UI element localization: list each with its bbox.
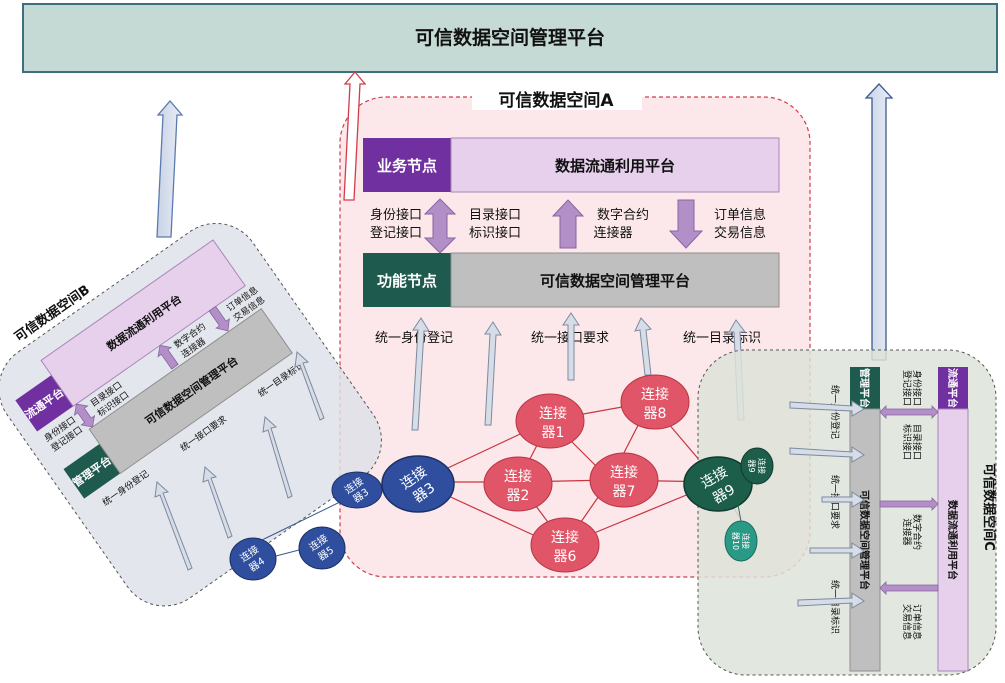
space-a-function-label <box>363 253 451 307</box>
space-a-title: 可信数据空间A <box>498 90 614 111</box>
connector-10[interactable] <box>724 520 758 562</box>
space-c-mgmt-label <box>850 367 880 409</box>
space-b-flow-platform <box>40 239 246 407</box>
space-c-iface-mid-1: 目录接口 <box>911 424 923 460</box>
space-a-function-platform <box>450 252 780 308</box>
space-b-up-arrow <box>156 100 184 238</box>
space-a-iface-mid-2: 标识接口 <box>469 225 521 241</box>
space-c-iface-mid-2: 标识接口 <box>901 424 913 460</box>
connector-7-l1: 连接 <box>610 464 638 481</box>
space-b-double-arrow <box>73 403 96 428</box>
space-a-iface-contract-1: 数字合约 <box>597 208 649 223</box>
space-c-title: 可信数据空间C <box>981 463 997 551</box>
space-c-mgmt-label-text: 管理平台 <box>858 368 871 408</box>
space-b-mgmt-label <box>63 443 121 499</box>
space-c-flow-label-text: 流通平台 <box>946 368 959 408</box>
space-c-flow-platform-text: 数据流通利用平台 <box>946 500 959 580</box>
connector-9[interactable] <box>683 456 753 512</box>
connector-7-l2: 器7 <box>613 484 636 500</box>
space-a-iface-mid-1: 目录接口 <box>469 207 521 223</box>
connector-2[interactable] <box>483 456 553 512</box>
space-b-mgmt-platform <box>88 308 293 475</box>
space-c-up-arrow <box>864 83 894 361</box>
space-c-mgmt-platform-text: 可信数据空间管理平台 <box>858 490 871 590</box>
space-c-up-arrow-contract <box>879 497 939 511</box>
connector-3[interactable] <box>381 455 455 513</box>
space-c-iface-contract-1: 数字合约 <box>911 514 923 550</box>
space-a-iface-order-2: 交易信息 <box>714 225 766 241</box>
space-c-container <box>697 349 997 676</box>
top-bar-title: 可信数据空间管理平台 <box>415 26 605 49</box>
space-b-up-arrow-contract <box>157 344 179 370</box>
space-c-iface-contract-2: 连接器 <box>901 518 913 545</box>
space-a-up-arrow <box>343 70 367 201</box>
space-b-down-arrow-order <box>208 305 230 332</box>
connector-1[interactable] <box>515 393 585 449</box>
space-a-down-arrow-order <box>668 199 704 249</box>
connector-10-l2: 器10 <box>731 532 740 550</box>
connector-8[interactable] <box>620 374 690 430</box>
space-c-mgmt-platform <box>849 408 881 672</box>
space-c-down-arrow-order <box>879 581 939 595</box>
space-a-function-label-text: 功能节点 <box>377 272 437 290</box>
connector-3b-4-link <box>261 501 341 541</box>
connector-4-5-link <box>275 549 300 557</box>
space-a-unify-identity: 统一身份登记 <box>375 330 453 346</box>
connector-9-small-l1: 连接 <box>757 458 767 474</box>
space-c-unify-catalog: 统一目录标识 <box>829 580 841 634</box>
connector-4[interactable] <box>229 537 277 581</box>
space-a-iface-contract-2: 连接器 <box>593 225 632 241</box>
top-bar <box>22 3 998 73</box>
connector-9-10-link <box>737 504 742 522</box>
connector-2-l2: 器2 <box>507 488 530 504</box>
space-c-double-arrow <box>879 405 939 419</box>
connector-6-l1: 连接 <box>551 529 579 546</box>
space-a-iface-left-1: 身份接口 <box>370 207 422 223</box>
space-a-function-platform-text: 可信数据空间管理平台 <box>540 272 690 290</box>
space-a-business-platform <box>450 137 780 193</box>
space-a-business-label <box>363 138 451 192</box>
connector-9-small-l2: 器9 <box>747 459 756 472</box>
space-b-flow-label <box>15 375 74 432</box>
connector-1-l2: 器1 <box>542 425 565 441</box>
connector-7[interactable] <box>589 452 659 508</box>
space-a-business-platform-text: 数据流通利用平台 <box>555 157 675 175</box>
space-c-iface-order-1: 订单信息 <box>911 604 923 640</box>
space-a-title-bg <box>472 86 642 110</box>
connector-6-l2: 器6 <box>554 549 577 565</box>
space-c-iface-order-2: 交易信息 <box>901 604 913 640</box>
space-b-thin-arrows <box>154 350 325 571</box>
connector-5[interactable] <box>298 526 346 570</box>
connector-1-l1: 连接 <box>539 405 567 422</box>
connector-9-small[interactable] <box>740 447 774 485</box>
connector-8-l2: 器8 <box>644 406 667 422</box>
connector-2-l1: 连接 <box>504 468 532 485</box>
space-a-iface-left-2: 登记接口 <box>370 225 422 241</box>
space-c-thin-arrows <box>789 400 865 609</box>
connector-8-l1: 连接 <box>641 386 669 403</box>
space-a-up-arrow-contract <box>551 199 585 249</box>
space-a-business-label-text: 业务节点 <box>377 157 437 175</box>
space-c-group: 管理平台 可信数据空间管理平台 流通平台 数据流通利用平台 身份接口 登记接口 … <box>829 367 997 672</box>
space-c-flow-platform <box>937 408 969 672</box>
space-c-unify-identity: 统一身份登记 <box>829 385 841 439</box>
space-c-iface-left-1: 身份接口 <box>911 370 923 406</box>
space-c-flow-label <box>938 367 968 409</box>
space-a-unify-catalog: 统一目录标识 <box>683 331 761 346</box>
space-a-iface-order-1: 订单信息 <box>714 207 766 223</box>
connector-10-l1: 连接 <box>741 533 751 549</box>
connector-6[interactable] <box>530 517 600 573</box>
space-c-iface-left-2: 登记接口 <box>901 370 913 406</box>
